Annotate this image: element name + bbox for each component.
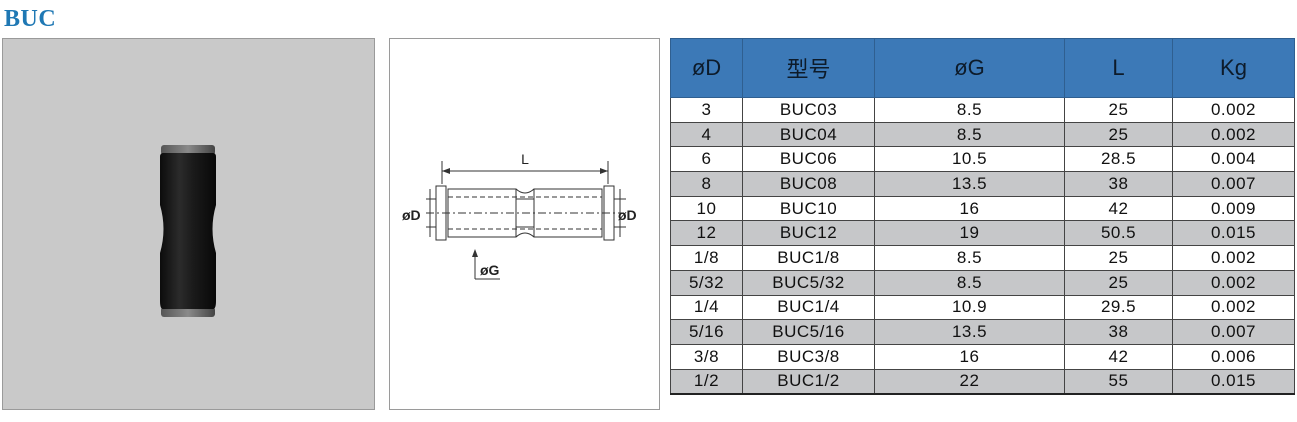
cell-od: 3	[670, 97, 743, 123]
cell-od: 5/32	[670, 270, 743, 296]
cell-og: 8.5	[874, 122, 1065, 148]
cell-model: BUC1/4	[742, 295, 875, 321]
cell-kg: 0.002	[1172, 295, 1295, 321]
cell-model: BUC3/8	[742, 344, 875, 370]
technical-drawing: L øD øD øG	[389, 38, 660, 410]
cell-model: BUC06	[742, 146, 875, 173]
cell-l: 28.5	[1064, 146, 1173, 173]
cell-l: 38	[1064, 171, 1173, 197]
cell-og: 22	[874, 369, 1065, 396]
cell-od: 6	[670, 146, 743, 173]
cell-od: 1/2	[670, 369, 743, 396]
cell-od: 1/8	[670, 245, 743, 271]
cell-og: 8.5	[874, 97, 1065, 123]
label-l: L	[521, 151, 529, 167]
header-l: L	[1064, 38, 1173, 98]
cell-kg: 0.007	[1172, 319, 1295, 345]
cell-kg: 0.002	[1172, 245, 1295, 271]
cell-model: BUC1/2	[742, 369, 875, 396]
cell-og: 19	[874, 220, 1065, 247]
cell-model: BUC04	[742, 122, 875, 148]
cell-l: 25	[1064, 270, 1173, 296]
cell-l: 29.5	[1064, 295, 1173, 321]
cell-kg: 0.015	[1172, 369, 1295, 396]
cell-od: 5/16	[670, 319, 743, 345]
cell-od: 1/4	[670, 295, 743, 321]
cell-l: 25	[1064, 122, 1173, 148]
cell-model: BUC03	[742, 97, 875, 123]
cell-od: 12	[670, 220, 743, 247]
cell-od: 10	[670, 196, 743, 222]
cell-l: 25	[1064, 245, 1173, 271]
product-photo	[2, 38, 375, 410]
cell-og: 16	[874, 344, 1065, 370]
cell-kg: 0.002	[1172, 270, 1295, 296]
table-header-row: øD 型号 øG L Kg	[670, 38, 1295, 98]
cell-og: 13.5	[874, 319, 1065, 345]
cell-model: BUC08	[742, 171, 875, 197]
cell-kg: 0.015	[1172, 220, 1295, 247]
cell-od: 8	[670, 171, 743, 197]
header-od: øD	[670, 38, 743, 98]
cell-og: 8.5	[874, 245, 1065, 271]
cell-og: 13.5	[874, 171, 1065, 197]
header-kg: Kg	[1172, 38, 1295, 98]
product-title: BUC	[4, 6, 57, 32]
cell-og: 10.5	[874, 146, 1065, 173]
cell-kg: 0.004	[1172, 146, 1295, 173]
fitting-photo-image	[160, 145, 216, 317]
header-og: øG	[874, 38, 1065, 98]
cell-l: 38	[1064, 319, 1173, 345]
cell-od: 4	[670, 122, 743, 148]
cell-l: 50.5	[1064, 220, 1173, 247]
cell-model: BUC5/16	[742, 319, 875, 345]
label-g: øG	[480, 262, 500, 278]
cell-model: BUC1/8	[742, 245, 875, 271]
cell-model: BUC10	[742, 196, 875, 222]
cell-l: 42	[1064, 344, 1173, 370]
cell-kg: 0.002	[1172, 122, 1295, 148]
cell-og: 16	[874, 196, 1065, 222]
cell-kg: 0.002	[1172, 97, 1295, 123]
label-d-left: øD	[402, 207, 421, 223]
cell-od: 3/8	[670, 344, 743, 370]
cell-og: 8.5	[874, 270, 1065, 296]
cell-model: BUC12	[742, 220, 875, 247]
dimension-diagram: L øD øD øG	[402, 151, 637, 280]
header-model: 型号	[742, 38, 875, 98]
cell-l: 25	[1064, 97, 1173, 123]
cell-l: 42	[1064, 196, 1173, 222]
cell-kg: 0.007	[1172, 171, 1295, 197]
cell-kg: 0.009	[1172, 196, 1295, 222]
cell-l: 55	[1064, 369, 1173, 396]
cell-model: BUC5/32	[742, 270, 875, 296]
cell-kg: 0.006	[1172, 344, 1295, 370]
cell-og: 10.9	[874, 295, 1065, 321]
label-d-right: øD	[618, 207, 637, 223]
